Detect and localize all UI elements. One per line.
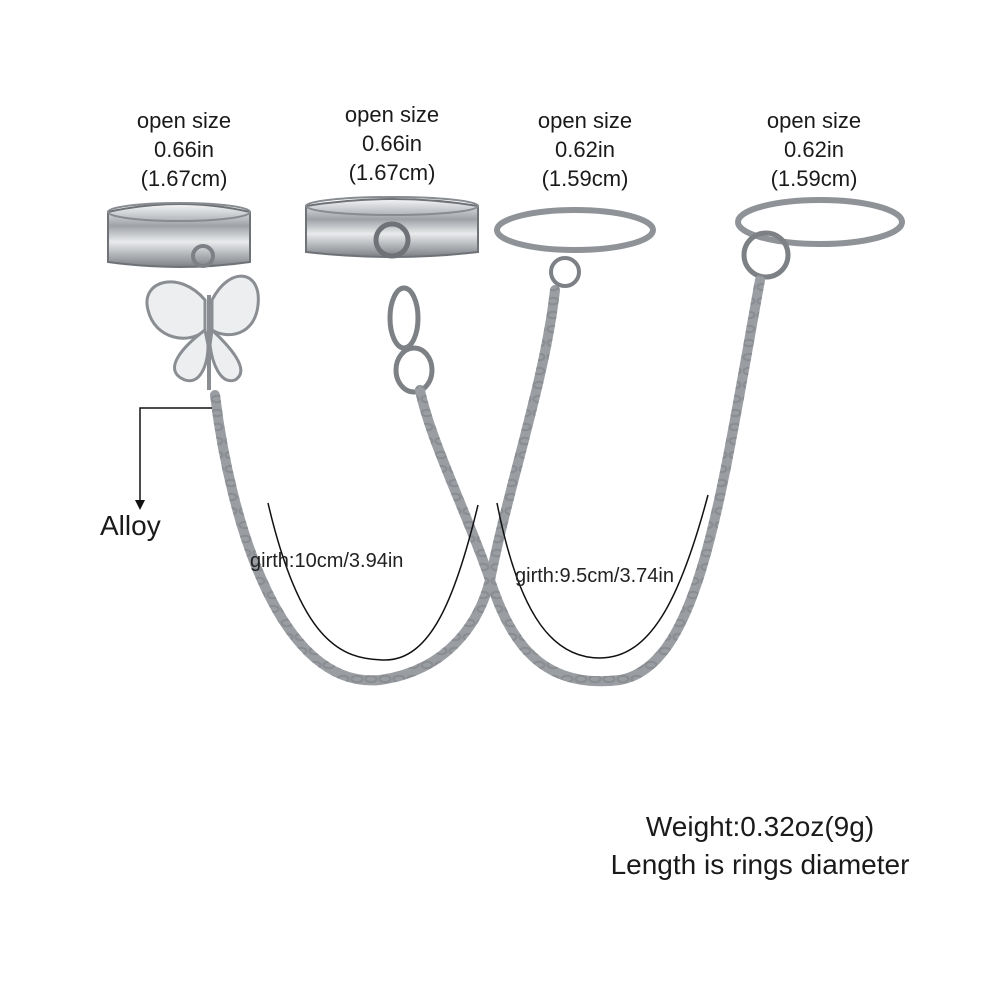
ring-3-heading: open size — [537, 108, 633, 133]
ring-4-heading: open size — [766, 108, 862, 133]
product-specs: Weight:0.32oz(9g) Length is rings diamet… — [560, 808, 960, 884]
ring-1-size-label: open size 0.66in (1.67cm) — [94, 106, 274, 193]
ring-2-band — [305, 196, 479, 259]
girth-curve-2 — [496, 494, 709, 659]
material-label: Alloy — [100, 510, 161, 541]
girth-label-1: girth:10cm/3.94in — [250, 550, 404, 572]
ring-2-size-cm: (1.67cm) — [348, 160, 436, 185]
ring-1-band — [107, 202, 251, 268]
ring-2-size-label: open size 0.66in (1.67cm) — [302, 100, 482, 187]
ring-4-thin — [735, 197, 905, 247]
ring-1-size-in: 0.66in — [154, 137, 214, 162]
ring-3-size-in: 0.62in — [555, 137, 615, 162]
ring-1-size-cm: (1.67cm) — [140, 166, 228, 191]
ring-4-size-label: open size 0.62in (1.59cm) — [724, 106, 904, 193]
ring-1-heading: open size — [136, 108, 232, 133]
alloy-pointer — [135, 407, 212, 510]
ring-3-size-cm: (1.59cm) — [541, 166, 629, 191]
weight-text: Weight:0.32oz(9g) — [645, 811, 875, 842]
girth-label-2: girth:9.5cm/3.74in — [515, 565, 674, 587]
ring-3-thin — [494, 207, 656, 253]
girth-curve-1 — [267, 502, 479, 661]
ring-3-size-label: open size 0.62in (1.59cm) — [495, 106, 675, 193]
ring-4-size-cm: (1.59cm) — [770, 166, 858, 191]
ring-2-size-in: 0.66in — [362, 131, 422, 156]
ring-2-heading: open size — [344, 102, 440, 127]
ring-4-size-in: 0.62in — [784, 137, 844, 162]
butterfly-charm — [145, 274, 260, 390]
length-note: Length is rings diameter — [610, 849, 910, 880]
